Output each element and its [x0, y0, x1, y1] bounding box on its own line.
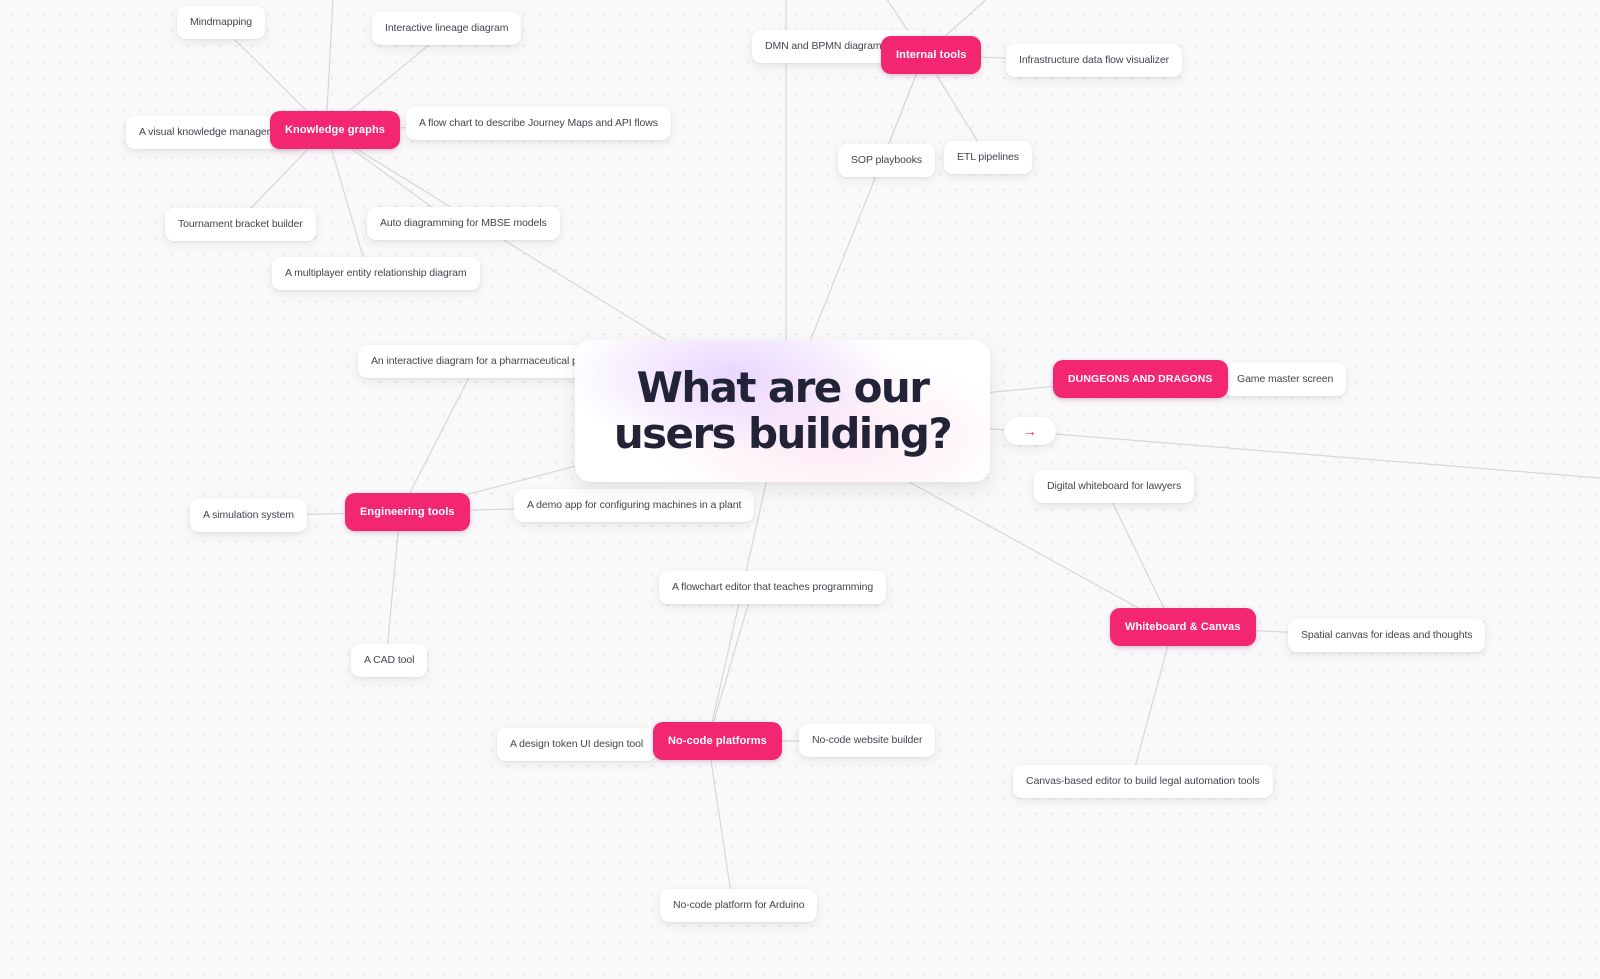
leaf-legal-automation-editor[interactable]: Canvas-based editor to build legal autom…	[1013, 765, 1273, 798]
page-title: What are our users building?	[613, 363, 953, 458]
leaf-teaching-flowchart-editor[interactable]: A flowchart editor that teaches programm…	[659, 571, 887, 604]
leaf-mindmapping[interactable]: Mindmapping	[177, 6, 265, 39]
leaf-spatial-canvas[interactable]: Spatial canvas for ideas and thoughts	[1288, 619, 1486, 652]
leaf-nocode-arduino[interactable]: No-code platform for Arduino	[660, 889, 818, 922]
leaf-etl-pipelines[interactable]: ETL pipelines	[944, 141, 1032, 174]
category-whiteboard-canvas[interactable]: Whiteboard & Canvas	[1110, 608, 1256, 646]
leaf-tournament-bracket[interactable]: Tournament bracket builder	[165, 208, 316, 241]
category-knowledge-graphs[interactable]: Knowledge graphs	[270, 111, 400, 149]
title-glow	[575, 340, 990, 482]
leaf-mbse-diagramming[interactable]: Auto diagramming for MBSE models	[367, 207, 560, 240]
leaf-dmn-bpmn-editor[interactable]: DMN and BPMN diagram editor	[752, 30, 923, 63]
leaf-game-master-screen[interactable]: Game master screen	[1224, 363, 1347, 396]
category-engineering-tools[interactable]: Engineering tools	[345, 493, 470, 531]
category-internal-tools[interactable]: Internal tools	[881, 36, 982, 74]
central-topic-card[interactable]: What are our users building?	[575, 340, 990, 482]
leaf-sop-playbooks[interactable]: SOP playbooks	[838, 144, 935, 177]
category-dungeons-and-dragons[interactable]: DUNGEONS AND DRAGONS	[1053, 360, 1228, 398]
category-nocode-platforms[interactable]: No-code platforms	[653, 722, 782, 760]
leaf-machine-config-demo[interactable]: A demo app for configuring machines in a…	[514, 489, 755, 522]
leaf-lawyer-whiteboard[interactable]: Digital whiteboard for lawyers	[1034, 470, 1195, 503]
leaf-journey-maps-flowchart[interactable]: A flow chart to describe Journey Maps an…	[406, 107, 671, 140]
title-line-1: What are our	[636, 363, 930, 412]
right-arrow-icon: →	[1023, 423, 1037, 439]
leaf-infrastructure-visualizer[interactable]: Infrastructure data flow visualizer	[1006, 44, 1182, 77]
leaf-design-token-tool[interactable]: A design token UI design tool	[497, 728, 657, 761]
title-line-2: users building?	[613, 409, 953, 458]
leaf-simulation-system[interactable]: A simulation system	[190, 499, 307, 532]
leaf-pharma-diagram[interactable]: An interactive diagram for a pharmaceuti…	[358, 345, 616, 378]
leaf-cad-tool[interactable]: A CAD tool	[351, 644, 428, 677]
leaf-interactive-lineage[interactable]: Interactive lineage diagram	[372, 12, 522, 45]
leaf-multiplayer-erd[interactable]: A multiplayer entity relationship diagra…	[272, 257, 480, 290]
arrow-node[interactable]: →	[1004, 417, 1056, 445]
leaf-nocode-website-builder[interactable]: No-code website builder	[799, 724, 936, 757]
